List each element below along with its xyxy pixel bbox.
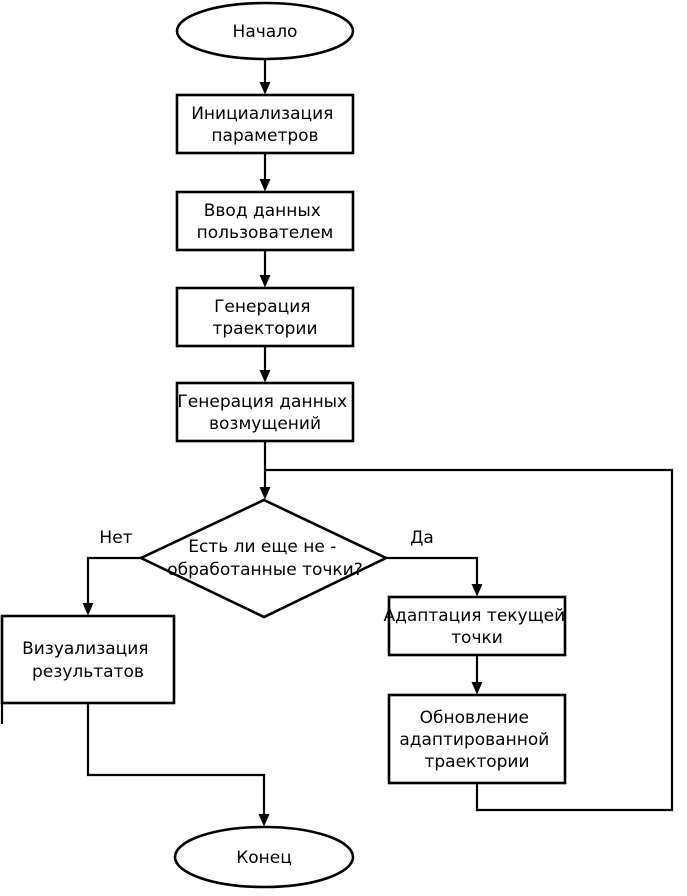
update-trajectory-line3: траектории xyxy=(424,752,529,772)
generate-disturbance-label: Генерация данных возмущений xyxy=(177,392,352,434)
start-terminator-shape xyxy=(175,1,355,61)
branch-label-no: Нет xyxy=(99,528,132,548)
node-end-terminator: Конец xyxy=(173,825,355,889)
generate-trajectory-line1: Генерация xyxy=(214,297,310,317)
update-trajectory-box xyxy=(387,693,567,785)
user-input-line2: пользователем xyxy=(197,223,334,243)
update-trajectory-label: Обновление адаптированной траектории xyxy=(399,708,554,772)
update-trajectory-line2: адаптированной xyxy=(399,730,549,750)
node-update-adapted-trajectory: Обновление адаптированной траектории xyxy=(387,693,567,785)
node-init-params: Инициализация параметров xyxy=(175,93,355,155)
generate-disturbance-box xyxy=(175,381,355,443)
generate-trajectory-line2: траектории xyxy=(212,319,317,339)
end-terminator-shape xyxy=(173,825,355,889)
generate-disturbance-line2: возмущений xyxy=(209,414,321,434)
end-terminator-label: Конец xyxy=(236,848,292,868)
user-input-line1: Ввод данных xyxy=(204,201,321,221)
generate-trajectory-box xyxy=(175,286,355,348)
adapt-current-point-line1: Адаптация текущей xyxy=(383,606,565,626)
user-input-label: Ввод данных пользователем xyxy=(197,201,334,243)
init-params-line2: параметров xyxy=(211,126,318,146)
edge-no-decision-to-visualize xyxy=(82,556,141,616)
node-generate-trajectory: Генерация траектории xyxy=(175,286,355,348)
init-params-label: Инициализация параметров xyxy=(191,104,339,146)
update-trajectory-line1: Обновление xyxy=(420,708,529,728)
decision-line1: Есть ли еще не - xyxy=(188,537,336,557)
node-decision-unprocessed-points: Есть ли еще не - обработанные точки? xyxy=(137,498,390,619)
visualize-results-label: Визуализация результатов xyxy=(22,639,154,682)
visualize-results-line1: Визуализация xyxy=(22,639,148,659)
decision-line2: обработанные точки? xyxy=(167,560,363,580)
start-terminator-label: Начало xyxy=(233,22,298,42)
edge-loopback-update-to-decision xyxy=(266,468,674,812)
node-adapt-current-point: Адаптация текущей точки xyxy=(383,595,570,657)
branch-label-yes: Да xyxy=(410,528,434,548)
adapt-current-point-label: Адаптация текущей точки xyxy=(383,606,570,648)
adapt-current-point-line2: точки xyxy=(451,628,503,648)
visualize-results-line2: результатов xyxy=(32,662,144,682)
init-params-line1: Инициализация xyxy=(191,104,333,124)
generate-trajectory-label: Генерация траектории xyxy=(212,297,317,339)
user-input-box xyxy=(175,190,355,252)
node-generate-disturbance-data: Генерация данных возмущений xyxy=(175,381,355,443)
node-start-terminator: Начало xyxy=(175,1,355,61)
visualize-results-box xyxy=(0,614,176,705)
decision-diamond xyxy=(137,498,390,619)
node-user-input: Ввод данных пользователем xyxy=(175,190,355,252)
generate-disturbance-line1: Генерация данных xyxy=(177,392,347,412)
edge-yes-decision-to-adapt xyxy=(386,556,483,597)
edge-visualize-to-end xyxy=(86,703,270,827)
node-visualize-results: Визуализация результатов xyxy=(0,614,176,705)
adapt-current-point-box xyxy=(387,595,567,657)
init-params-box xyxy=(175,93,355,155)
decision-label: Есть ли еще не - обработанные точки? xyxy=(167,537,363,580)
